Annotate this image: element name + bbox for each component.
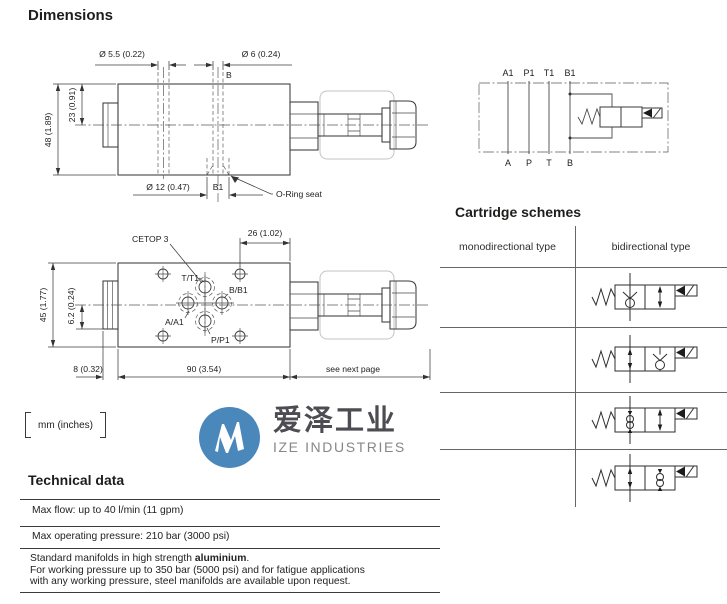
company-logo: 爱泽工业 IZE INDUSTRIES: [198, 405, 406, 469]
tech-rule-3: [20, 548, 440, 549]
logo-text-block: 爱泽工业 IZE INDUSTRIES: [273, 405, 406, 455]
valve-body-outline: [102, 83, 291, 176]
dim-height-48: 48 (1.89): [43, 113, 53, 148]
logo-chinese-name: 爱泽工业: [273, 405, 398, 437]
note-line3: with any working pressure, steel manifol…: [30, 576, 351, 587]
tech-row-max-pressure: Max operating pressure: 210 bar (3000 ps…: [32, 531, 230, 542]
dim-45-label: 45 (1.77): [38, 288, 48, 323]
bottom-dimensions: [76, 331, 431, 380]
mounting-holes: [155, 266, 248, 344]
hidden-hole-lines: [157, 67, 230, 202]
col-header-monodirectional: monodirectional type: [459, 241, 556, 253]
spring-icon: [577, 107, 601, 126]
units-note: mm (inches): [25, 412, 107, 438]
spring-icon: [591, 349, 616, 369]
cartridge-symbol-check-then-freeflow: [591, 273, 698, 321]
dim-90-label: 90 (3.54): [187, 364, 222, 374]
left-dimensions: [53, 83, 116, 176]
port-a1: A1: [502, 68, 513, 78]
spring-icon: [591, 287, 616, 307]
bracket-left: [25, 412, 31, 438]
units-note-text: mm (inches): [38, 419, 94, 431]
cartridge-symbol-freeflow-then-check: [591, 335, 698, 383]
port-t1: T1: [544, 68, 555, 78]
cetop-label: CETOP 3: [132, 234, 169, 244]
logo-n-shape: [215, 422, 244, 453]
cartridge-schemes-title: Cartridge schemes: [455, 204, 582, 220]
table-rule-1: [440, 267, 727, 268]
port-b-label: B/B1: [229, 285, 248, 295]
flow-lines: [507, 81, 613, 154]
solenoid-icon: [674, 284, 698, 297]
dim-62-label: 6.2 (0.24): [66, 287, 76, 324]
table-rule-3: [440, 392, 727, 393]
spring-icon: [591, 468, 616, 488]
dim-8-label: 8 (0.32): [73, 364, 103, 374]
tech-rule-2: [20, 526, 440, 527]
bracket-right: [100, 412, 107, 438]
technical-data-title: Technical data: [28, 472, 125, 488]
port-b1: B1: [564, 68, 575, 78]
table-rule-4: [440, 449, 727, 450]
tech-rule-4: [20, 592, 440, 593]
cartridge-valve-symbol: [577, 106, 663, 128]
note-line1-bold: aluminium: [194, 553, 247, 564]
dim-dia-6: Ø 6 (0.24): [242, 49, 281, 59]
port-b: B: [567, 158, 573, 168]
logo-mark-icon: [199, 407, 260, 468]
cartridge-cutaway: [289, 100, 417, 151]
note-line1-prefix: Standard manifolds in high strength: [30, 553, 195, 564]
port-t-label: T/T1: [181, 273, 199, 283]
cartridge-symbol-freeflow-then-doublecheck: [591, 454, 698, 502]
top-dimensions: [95, 61, 292, 70]
top-view-drawing: CETOP 3 T/T1 B/B1 A/A1 P/P1 26 (1.02) 45…: [38, 228, 431, 380]
dim-dia-12: Ø 12 (0.47): [146, 182, 190, 192]
cartridge-symbol-doublecheck-then-freeflow: [591, 396, 698, 444]
page-title: Dimensions: [28, 7, 114, 24]
cartridge-cutaway: [289, 280, 417, 331]
port-b-label: B: [226, 70, 232, 80]
oring-seat-label: O-Ring seat: [276, 189, 322, 199]
solenoid-icon: [674, 407, 698, 420]
solenoid-icon: [641, 107, 663, 119]
dim-26-label: 26 (1.02): [248, 228, 283, 238]
solenoid-icon: [674, 465, 698, 478]
port-a: A: [505, 158, 511, 168]
spring-icon: [591, 410, 616, 430]
port-t: T: [546, 158, 552, 168]
dim-height-23: 23 (0.91): [67, 88, 77, 123]
dim-26-group: [239, 238, 291, 267]
hydraulic-schematic: A1 P1 T1 B1 A P T B: [478, 68, 669, 168]
manifold-boundary: [478, 82, 669, 153]
logo-english-name: IZE INDUSTRIES: [273, 438, 406, 455]
solenoid-icon: [674, 346, 698, 359]
port-a-label: A/A1: [165, 317, 184, 327]
tech-row-max-flow: Max flow: up to 40 l/min (11 gpm): [32, 505, 184, 516]
bottom-dimensions: [133, 175, 273, 199]
table-rule-2: [440, 327, 727, 328]
side-view-drawing: Ø 5.5 (0.22) Ø 6 (0.24) B 48 (1.89) 23 (…: [43, 49, 430, 202]
label-leaders: [169, 243, 229, 335]
note-line1-suffix: .: [246, 553, 250, 564]
tech-rule-1: [20, 499, 440, 500]
dim-45-group: [48, 262, 116, 348]
port-b1-label: B1: [213, 182, 224, 192]
table-column-divider: [575, 226, 576, 507]
tech-note: Standard manifolds in high strength alum…: [30, 553, 365, 588]
port-p-label: P/P1: [211, 335, 230, 345]
port-p1: P1: [523, 68, 534, 78]
see-next-page-label: see next page: [326, 364, 380, 374]
port-p: P: [526, 158, 532, 168]
col-header-bidirectional: bidirectional type: [611, 241, 691, 253]
cetop-ports: [176, 275, 234, 333]
dim-dia-5-5: Ø 5.5 (0.22): [99, 49, 145, 59]
note-line2: For working pressure up to 350 bar (5000…: [30, 564, 365, 576]
